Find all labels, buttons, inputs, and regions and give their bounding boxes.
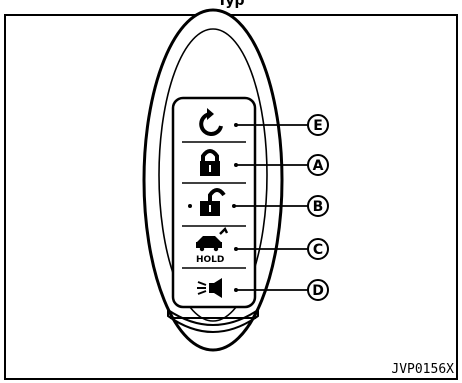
hold-label: HOLD — [196, 255, 224, 265]
callout-letter-b: B — [313, 199, 324, 215]
panic-icon — [197, 278, 222, 298]
callout-letter-c: C — [313, 242, 323, 258]
unlock-icon — [200, 188, 226, 216]
lock-icon — [200, 149, 220, 176]
callout-letter-d: D — [312, 283, 324, 299]
callout-circle-e — [307, 114, 329, 136]
remote-start-icon — [199, 108, 223, 136]
callout-circle-b — [307, 195, 329, 217]
fob-bottom-cap — [167, 308, 259, 333]
figure-caption: Typ — [217, 0, 245, 8]
liftgate-icon — [196, 226, 229, 252]
callout-letter-a: A — [313, 158, 324, 174]
indicator-dot — [188, 204, 192, 208]
fob-inner-shell — [158, 28, 268, 322]
figure-code: JVP0156X — [391, 362, 454, 377]
callout-circle-c — [307, 238, 329, 260]
callout-circle-d — [307, 279, 329, 301]
callout-letter-e: E — [313, 118, 323, 134]
callout-circle-a — [307, 154, 329, 176]
